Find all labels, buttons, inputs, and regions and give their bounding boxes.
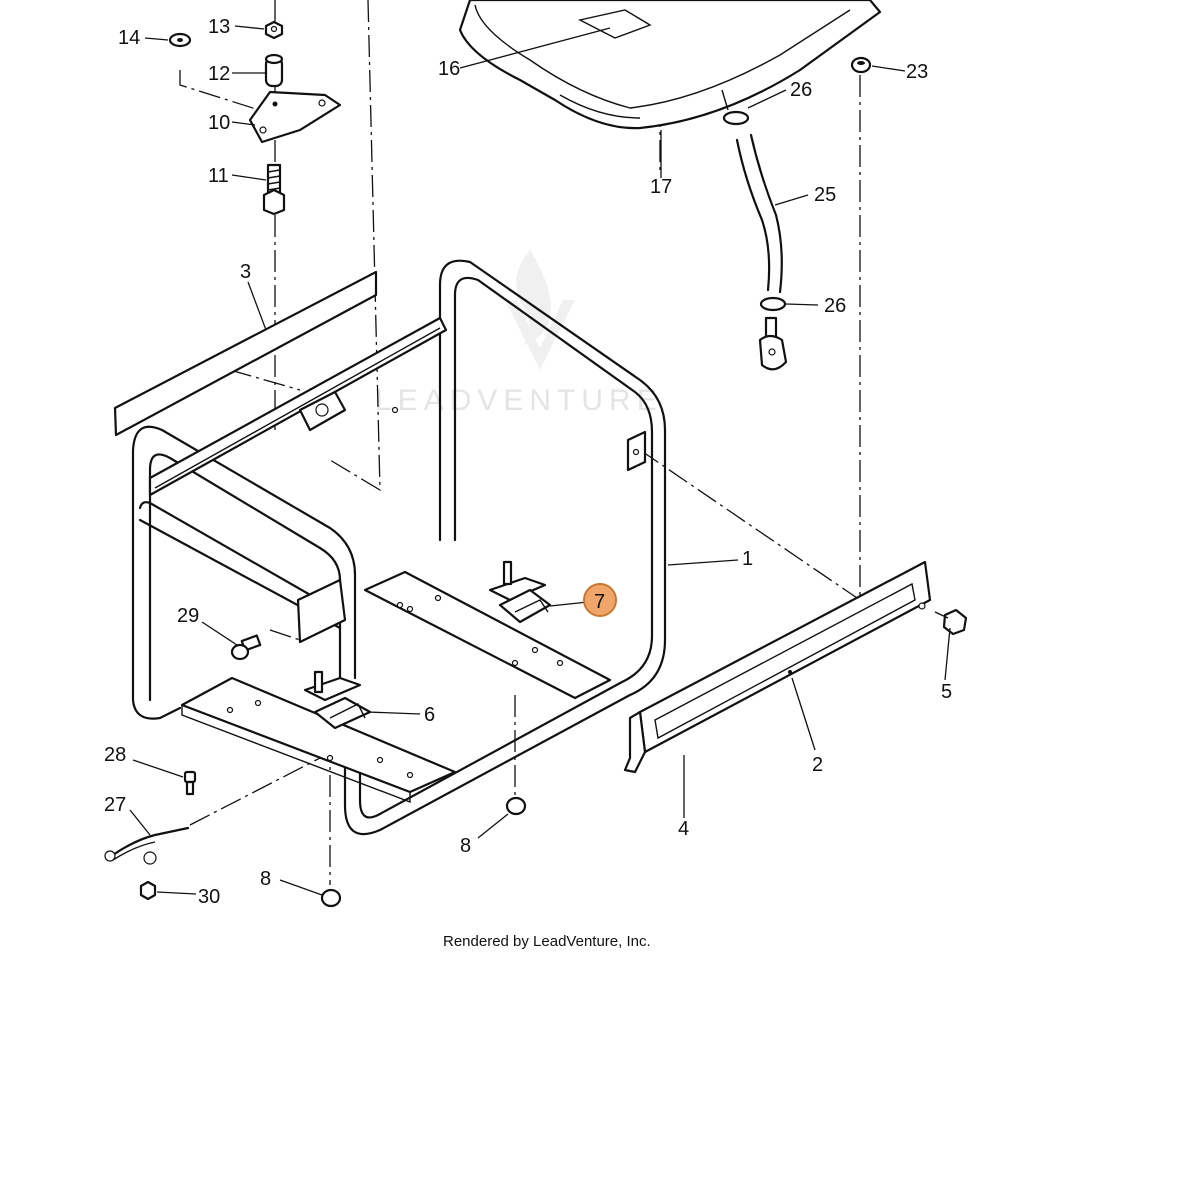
callout-26-top[interactable]: 26 [790,79,812,101]
callout-1[interactable]: 1 [742,548,753,570]
callout-27[interactable]: 27 [104,794,126,816]
callout-25[interactable]: 25 [814,184,836,206]
callout-11[interactable]: 11 [208,165,229,187]
nut-30 [139,880,157,901]
rubber-foot [320,796,527,908]
leader-lines [129,25,951,896]
bolt-5 [934,608,968,636]
callout-17[interactable]: 17 [650,176,672,198]
side-rail [623,560,932,774]
callout-10[interactable]: 10 [208,112,230,134]
fuel-tank [458,0,882,130]
panel-strip [113,270,378,437]
callout-28[interactable]: 28 [104,744,126,766]
mounting-bracket [248,90,342,144]
engine-mount-rear [488,560,552,624]
grommet [850,56,872,74]
washer [168,32,192,48]
callout-8-rear[interactable]: 8 [460,835,471,857]
nut [264,20,284,40]
callout-30[interactable]: 30 [198,886,220,908]
base-plate [180,390,612,804]
callout-29[interactable]: 29 [177,605,199,627]
fuel-hose [721,89,783,294]
callout-7[interactable]: 7 [594,591,605,613]
watermark-logo [505,250,575,370]
screw-28 [183,770,197,796]
spacer [264,53,284,88]
fuel-cock [758,316,788,371]
callout-13[interactable]: 13 [208,16,230,38]
engine-mount-front [303,670,372,730]
callout-5[interactable]: 5 [941,681,952,703]
callout-26-bottom[interactable]: 26 [824,295,846,317]
callout-8-front[interactable]: 8 [260,868,271,890]
callout-labels: 14 13 12 10 11 16 17 23 26 25 26 3 1 7 6… [104,16,952,908]
callout-6[interactable]: 6 [424,704,435,726]
callout-23[interactable]: 23 [906,61,928,83]
footer-credit: Rendered by LeadVenture, Inc. [443,933,651,950]
watermark-text: LEADVENTURE [375,384,663,417]
ground-wire [104,826,190,865]
bolt [262,163,286,216]
callout-7-highlight[interactable] [583,583,617,617]
callout-14[interactable]: 14 [118,27,140,49]
bolt-29 [230,634,262,661]
callout-2[interactable]: 2 [812,754,823,776]
callout-4[interactable]: 4 [678,818,689,840]
callout-3[interactable]: 3 [240,261,251,283]
callout-16[interactable]: 16 [438,58,460,80]
hose-clamp [722,110,787,312]
main-frame [131,259,667,836]
callout-12[interactable]: 12 [208,63,230,85]
